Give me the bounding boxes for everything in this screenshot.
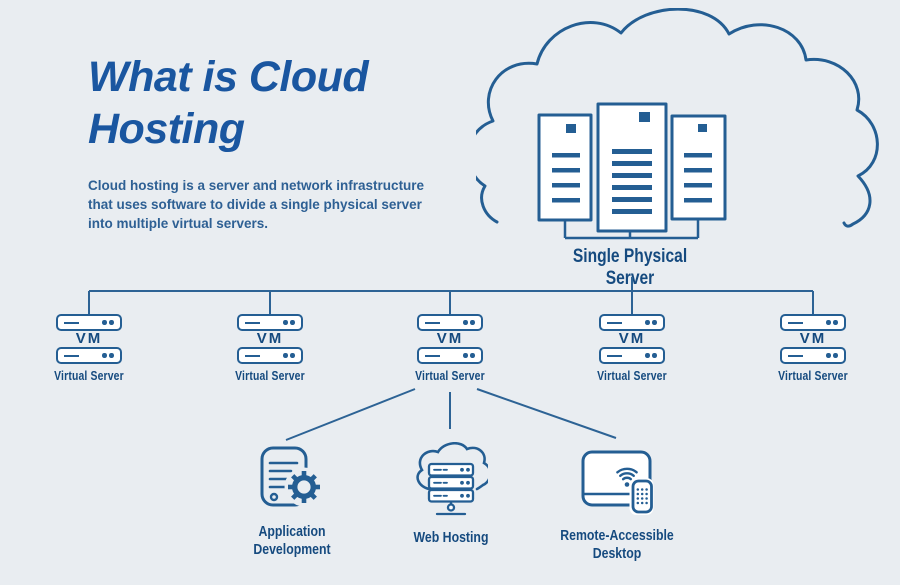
display-wifi-remote-icon (581, 450, 654, 515)
virtual-server-node: VM Virtual Server (34, 314, 144, 383)
rack-unit-icon (599, 347, 665, 364)
rack-unit-icon (237, 314, 303, 331)
vm-letters: VM (436, 330, 464, 347)
document-gear-icon (260, 446, 324, 507)
single-physical-server-label: Single Physical Server (572, 246, 688, 289)
remote-desktop-node: Remote-Accessible Desktop (537, 448, 697, 563)
intro-description: Cloud hosting is a server and network in… (88, 178, 425, 232)
remote-desktop-label: Remote-Accessible Desktop (560, 527, 674, 562)
rack-unit-icon (56, 314, 122, 331)
application-development-node: Application Development (217, 444, 367, 559)
virtual-server-node: VM Virtual Server (395, 314, 505, 383)
vm-server-icon: VM (780, 314, 846, 364)
vm-server-icon: VM (56, 314, 122, 364)
virtual-server-label: Virtual Server (778, 368, 848, 383)
rack-unit-icon (780, 314, 846, 331)
vm-letters: VM (75, 330, 103, 347)
virtual-server-node: VM Virtual Server (758, 314, 868, 383)
vm-server-icon: VM (417, 314, 483, 364)
vm-letters: VM (618, 330, 646, 347)
rack-unit-icon (237, 347, 303, 364)
virtual-server-label: Virtual Server (597, 368, 667, 383)
page-title: What is Cloud Hosting (88, 53, 369, 153)
application-development-label: Application Development (253, 523, 331, 558)
single-physical-server-cloud-icon (476, 8, 879, 240)
rack-unit-icon (780, 347, 846, 364)
rack-unit-icon (599, 314, 665, 331)
virtual-server-node: VM Virtual Server (577, 314, 687, 383)
virtual-server-label: Virtual Server (235, 368, 305, 383)
virtual-server-node: VM Virtual Server (215, 314, 325, 383)
rack-unit-icon (56, 347, 122, 364)
rack-unit-icon (417, 347, 483, 364)
rack-unit-icon (417, 314, 483, 331)
web-hosting-node: Web Hosting (376, 442, 526, 547)
web-hosting-label: Web Hosting (413, 529, 489, 546)
virtual-server-label: Virtual Server (54, 368, 124, 383)
vm-letters: VM (799, 330, 827, 347)
vm-letters: VM (256, 330, 284, 347)
cloud-server-rack-icon (416, 442, 492, 516)
vm-server-icon: VM (599, 314, 665, 364)
vm-server-icon: VM (237, 314, 303, 364)
virtual-server-label: Virtual Server (415, 368, 485, 383)
